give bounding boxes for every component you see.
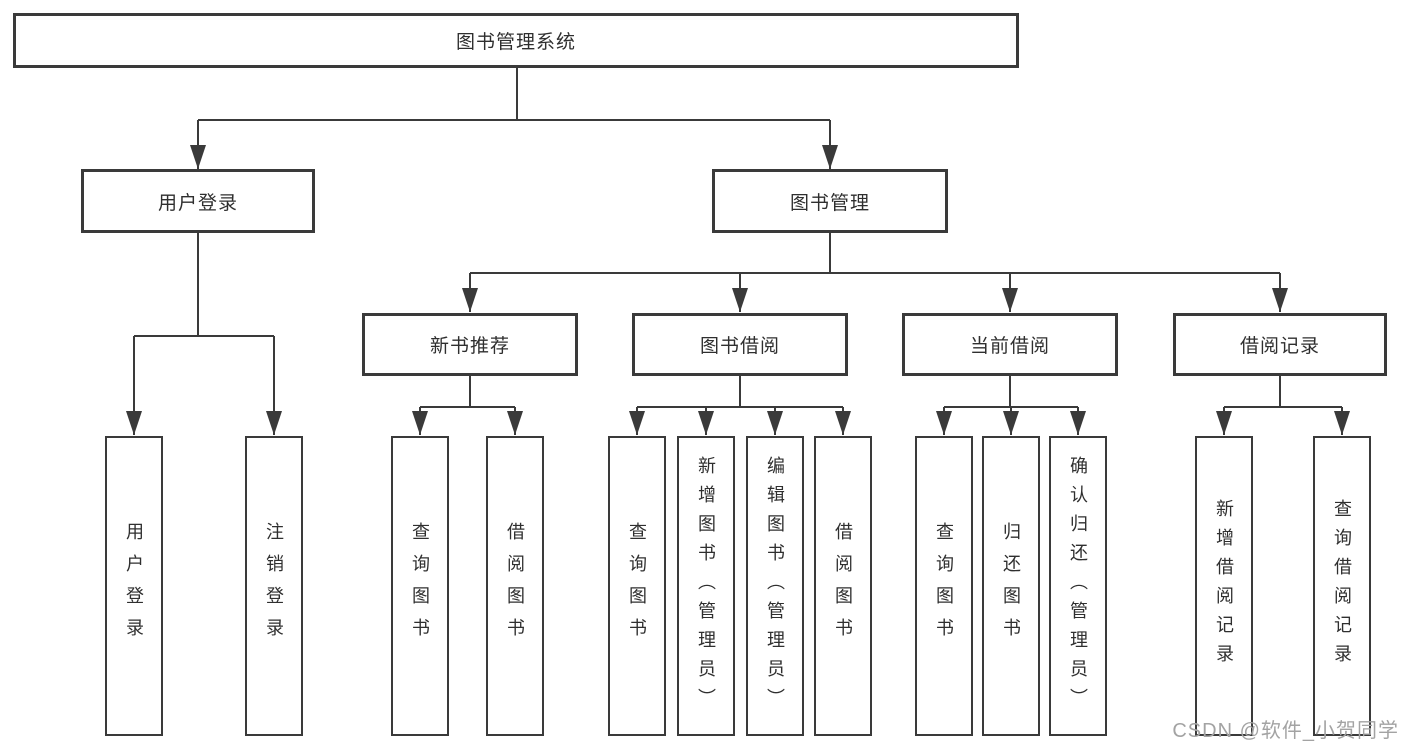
leaf-nb-borrow-books-label: 借阅图书 [505, 522, 525, 650]
leaf-cb-return-books-label: 归还图书 [1001, 522, 1021, 650]
leaf-bb-add-books-admin: 新增图书（管理员） [677, 436, 735, 736]
leaf-br-add-record-label: 新增借阅记录 [1214, 499, 1234, 673]
leaf-bb-borrow-books-label: 借阅图书 [833, 522, 853, 650]
leaf-br-add-record: 新增借阅记录 [1195, 436, 1253, 736]
leaf-bb-add-books-admin-label: 新增图书（管理员） [696, 455, 716, 717]
leaf-bb-borrow-books: 借阅图书 [814, 436, 872, 736]
leaf-user-login: 用户登录 [105, 436, 163, 736]
node-book-management-system: 图书管理系统 [13, 13, 1019, 68]
leaf-bb-edit-books-admin: 编辑图书（管理员） [746, 436, 804, 736]
leaf-bb-query-books: 查询图书 [608, 436, 666, 736]
leaf-cb-confirm-return-admin-label: 确认归还（管理员） [1068, 455, 1088, 717]
node-book-management: 图书管理 [712, 169, 948, 233]
node-user-login: 用户登录 [81, 169, 315, 233]
node-current-borrow: 当前借阅 [902, 313, 1118, 376]
leaf-cb-return-books: 归还图书 [982, 436, 1040, 736]
leaf-nb-borrow-books: 借阅图书 [486, 436, 544, 736]
leaf-logout-label: 注销登录 [264, 522, 284, 650]
leaf-nb-query-books-label: 查询图书 [410, 522, 430, 650]
leaf-br-query-record-label: 查询借阅记录 [1332, 499, 1352, 673]
node-borrow-records: 借阅记录 [1173, 313, 1387, 376]
leaf-br-query-record: 查询借阅记录 [1313, 436, 1371, 736]
leaf-logout: 注销登录 [245, 436, 303, 736]
node-new-book-recommend: 新书推荐 [362, 313, 578, 376]
leaf-cb-confirm-return-admin: 确认归还（管理员） [1049, 436, 1107, 736]
leaf-cb-query-books: 查询图书 [915, 436, 973, 736]
leaf-user-login-label: 用户登录 [124, 522, 144, 650]
leaf-bb-query-books-label: 查询图书 [627, 522, 647, 650]
csdn-watermark: CSDN @软件_小贺同学 [1172, 720, 1399, 742]
leaf-nb-query-books: 查询图书 [391, 436, 449, 736]
node-book-borrow: 图书借阅 [632, 313, 848, 376]
leaf-cb-query-books-label: 查询图书 [934, 522, 954, 650]
leaf-bb-edit-books-admin-label: 编辑图书（管理员） [765, 455, 785, 717]
